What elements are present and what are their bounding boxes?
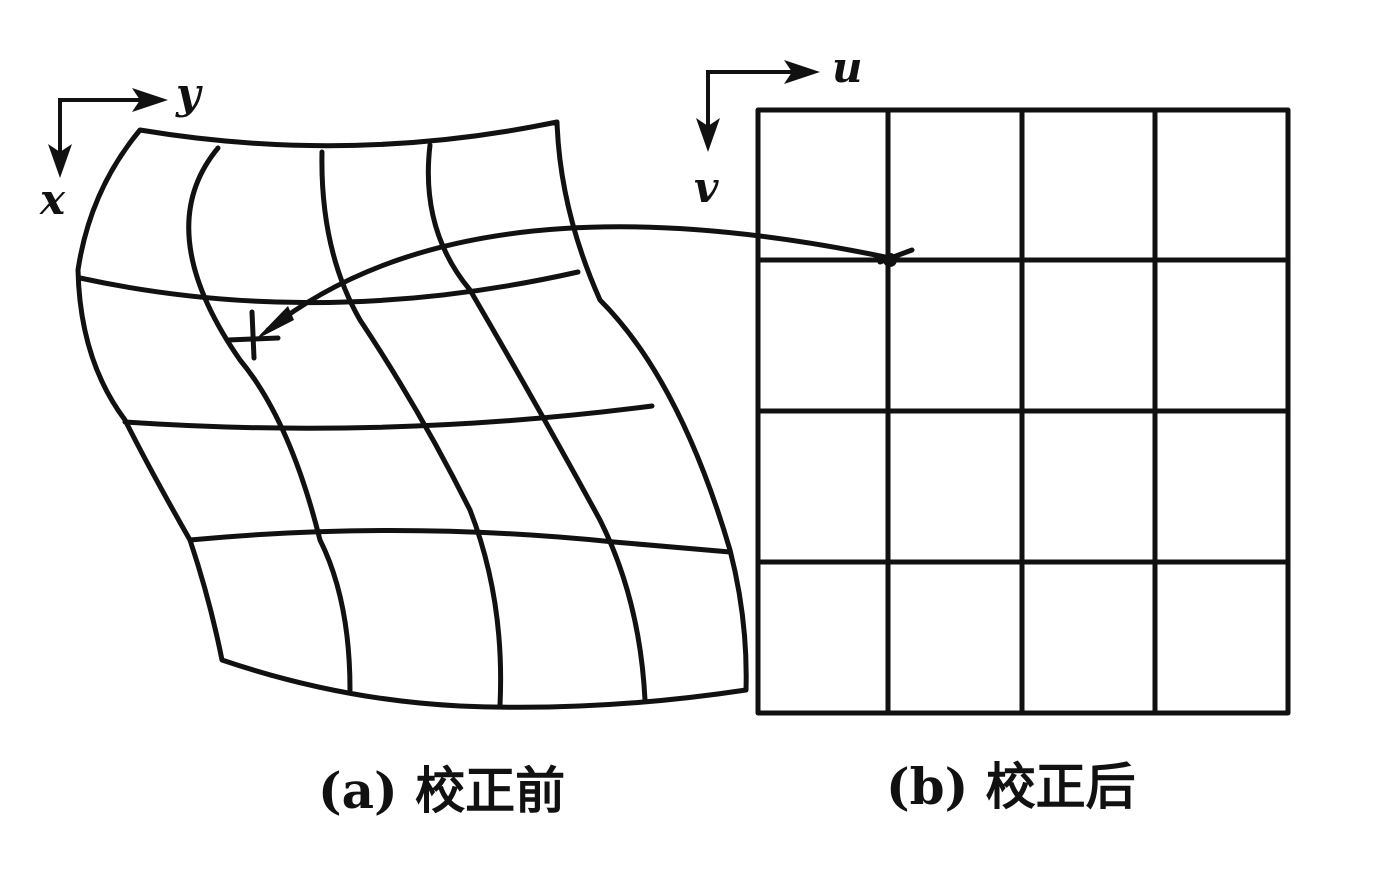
distorted-grid — [75, 119, 749, 710]
y-axis-arrowhead — [132, 88, 168, 112]
caption-before-correction: (a) 校正前 — [318, 761, 565, 820]
distorted-grid-outline — [75, 119, 749, 710]
x-axis-arrowhead — [48, 144, 72, 178]
mapping-arrow — [265, 224, 893, 333]
corrected-grid — [755, 107, 1291, 716]
mapping-arrowhead — [255, 306, 294, 340]
caption-after-correction: (b) 校正后 — [886, 757, 1136, 816]
distorted-row-line — [122, 403, 655, 431]
distorted-col-line — [425, 142, 648, 703]
distorted-row-line — [77, 269, 581, 306]
distorted-col-line — [319, 149, 504, 708]
axis-label-x: x — [39, 175, 66, 224]
xy-axes — [48, 88, 168, 178]
axis-label-y: y — [175, 69, 203, 118]
u-axis-arrowhead — [784, 60, 820, 84]
v-axis-arrowhead — [696, 118, 720, 152]
axis-label-v: v — [694, 163, 719, 212]
distorted-row-line — [187, 527, 733, 555]
axis-label-u: u — [832, 43, 863, 92]
mapped-point-marker — [225, 309, 281, 361]
distorted-col-line — [186, 145, 353, 693]
uv-axes — [696, 60, 820, 152]
